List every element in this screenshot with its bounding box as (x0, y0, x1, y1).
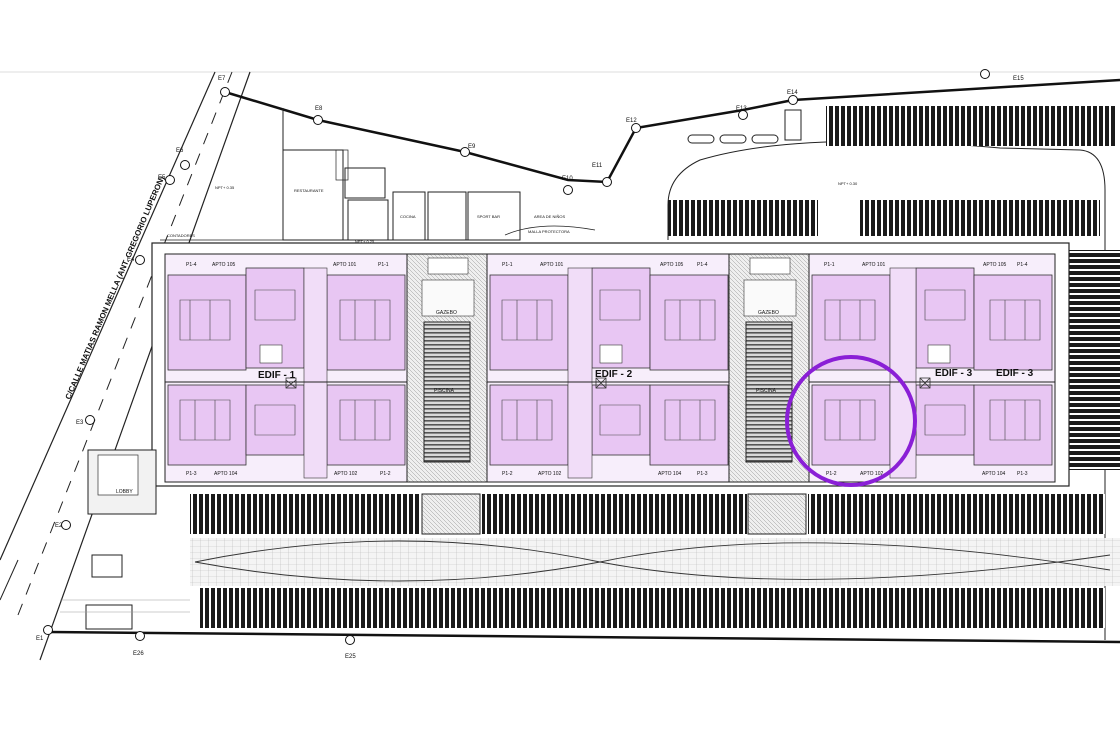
pool-area-1 (406, 253, 488, 483)
parking-row-top-left (668, 200, 818, 236)
parking-row-top-far (826, 106, 1116, 146)
gazebo-label: GAZEBO (436, 310, 457, 316)
survey-label: E8 (315, 106, 323, 112)
apt-number: APTO 105 (660, 262, 683, 268)
row-of-planters (687, 134, 779, 144)
unit-tag: P1-3 (186, 471, 197, 477)
unit-tag: P1-1 (378, 262, 389, 268)
unit-tag: P1-2 (826, 471, 837, 477)
apt-number: APTO 104 (982, 471, 1005, 477)
survey-label: E1 (36, 636, 44, 642)
apt-number: APTO 102 (334, 471, 357, 477)
building-3 (808, 253, 1056, 483)
survey-label: E14 (787, 90, 798, 96)
survey-label: E10 (562, 176, 573, 182)
lobby-building (87, 449, 157, 515)
survey-label: E26 (133, 651, 144, 657)
survey-points: E7 E8 E9 E10 E11 E12 E13 E14 E15 E6 E5 E… (36, 69, 1024, 660)
level-marker: NPT+ 0.30 (838, 181, 858, 186)
bottom-left-kiosk (91, 554, 123, 578)
stair-core (927, 344, 951, 364)
road-label: C/CALLE MATIAS RAMON MELLA (ANT. GREGORI… (64, 174, 167, 400)
unit-tag: P1-4 (1017, 262, 1028, 268)
pool-label: PISCINA (434, 388, 455, 394)
building-name: EDIF - 2 (595, 369, 633, 380)
unit-tag: P1-4 (697, 262, 708, 268)
apt-number: APTO 102 (860, 471, 883, 477)
survey-label: E7 (218, 76, 226, 82)
meters-label: CONTADORES (167, 233, 195, 238)
parking-row-top-right (860, 200, 1100, 236)
apt-number: APTO 105 (983, 262, 1006, 268)
survey-label: E3 (76, 420, 84, 426)
driveway (190, 538, 1120, 586)
level-marker: NPT+ 0.25 (355, 239, 375, 244)
pedestrian-crossing-1 (421, 493, 481, 535)
apt-number: APTO 101 (540, 262, 563, 268)
elevator-symbol (919, 377, 931, 389)
safety-net-label: MALLA PROTECTORA (528, 229, 570, 234)
unit-tag: P1-1 (502, 262, 513, 268)
parking-column-right (1062, 250, 1120, 470)
pool-area-2 (728, 253, 810, 483)
unit-tag: P1-2 (380, 471, 391, 477)
kids-area-label: AREA DE NIÑOS (534, 214, 565, 219)
elevator-symbol (285, 379, 297, 389)
unit-tag: P1-1 (824, 262, 835, 268)
cocina-label: COCINA (400, 214, 416, 219)
highlight-circle (785, 355, 917, 487)
lobby-label: LOBBY (116, 489, 133, 495)
apt-number: APTO 102 (538, 471, 561, 477)
parking-row-bottom (200, 588, 1105, 628)
apt-number: APTO 101 (862, 262, 885, 268)
parking-row-lower-3 (808, 494, 1105, 534)
survey-label: E12 (626, 118, 637, 124)
restaurante-label: RESTAURANTE (294, 188, 324, 193)
apt-number: APTO 105 (212, 262, 235, 268)
survey-label: E15 (1013, 76, 1024, 82)
survey-label: E4 (127, 257, 135, 263)
survey-label: E6 (176, 148, 184, 154)
sport-bar-label: SPORT BAR (477, 214, 500, 219)
unit-tag: P1-4 (186, 262, 197, 268)
bottom-left-strip (60, 599, 190, 613)
building-2 (486, 253, 730, 483)
building-name: EDIF - 1 (258, 370, 296, 381)
survey-label: E2 (55, 523, 63, 529)
building-name-duplicate: EDIF - 3 (996, 368, 1034, 379)
gazebo-label: GAZEBO (758, 310, 779, 316)
guard-booth (784, 109, 802, 141)
apt-number: APTO 104 (658, 471, 681, 477)
unit-tag: P1-3 (1017, 471, 1028, 477)
survey-label: E5 (158, 175, 166, 181)
building-1 (164, 253, 408, 483)
parking-row-lower-2 (482, 494, 747, 534)
stair-core (599, 344, 623, 364)
road (0, 71, 251, 661)
parking-row-lower-1 (190, 494, 420, 534)
level-marker: NPT+ 0.35 (215, 185, 235, 190)
bottom-boundary (49, 630, 1120, 644)
bottom-left-structure (85, 604, 133, 630)
building-name: EDIF - 3 (935, 368, 973, 379)
stair-core (259, 344, 283, 364)
unit-tag: P1-3 (697, 471, 708, 477)
pedestrian-crossing-2 (747, 493, 807, 535)
apt-number: APTO 101 (333, 262, 356, 268)
pool-label: PISCINA (756, 388, 777, 394)
survey-label: E11 (592, 163, 603, 169)
amenity-building (282, 108, 521, 241)
survey-label: E13 (736, 106, 747, 112)
apt-number: APTO 104 (214, 471, 237, 477)
elevator-symbol (595, 377, 607, 389)
unit-tag: P1-2 (502, 471, 513, 477)
survey-label: E25 (345, 654, 356, 660)
kids-area-arc (504, 225, 596, 236)
survey-label: E9 (468, 144, 476, 150)
